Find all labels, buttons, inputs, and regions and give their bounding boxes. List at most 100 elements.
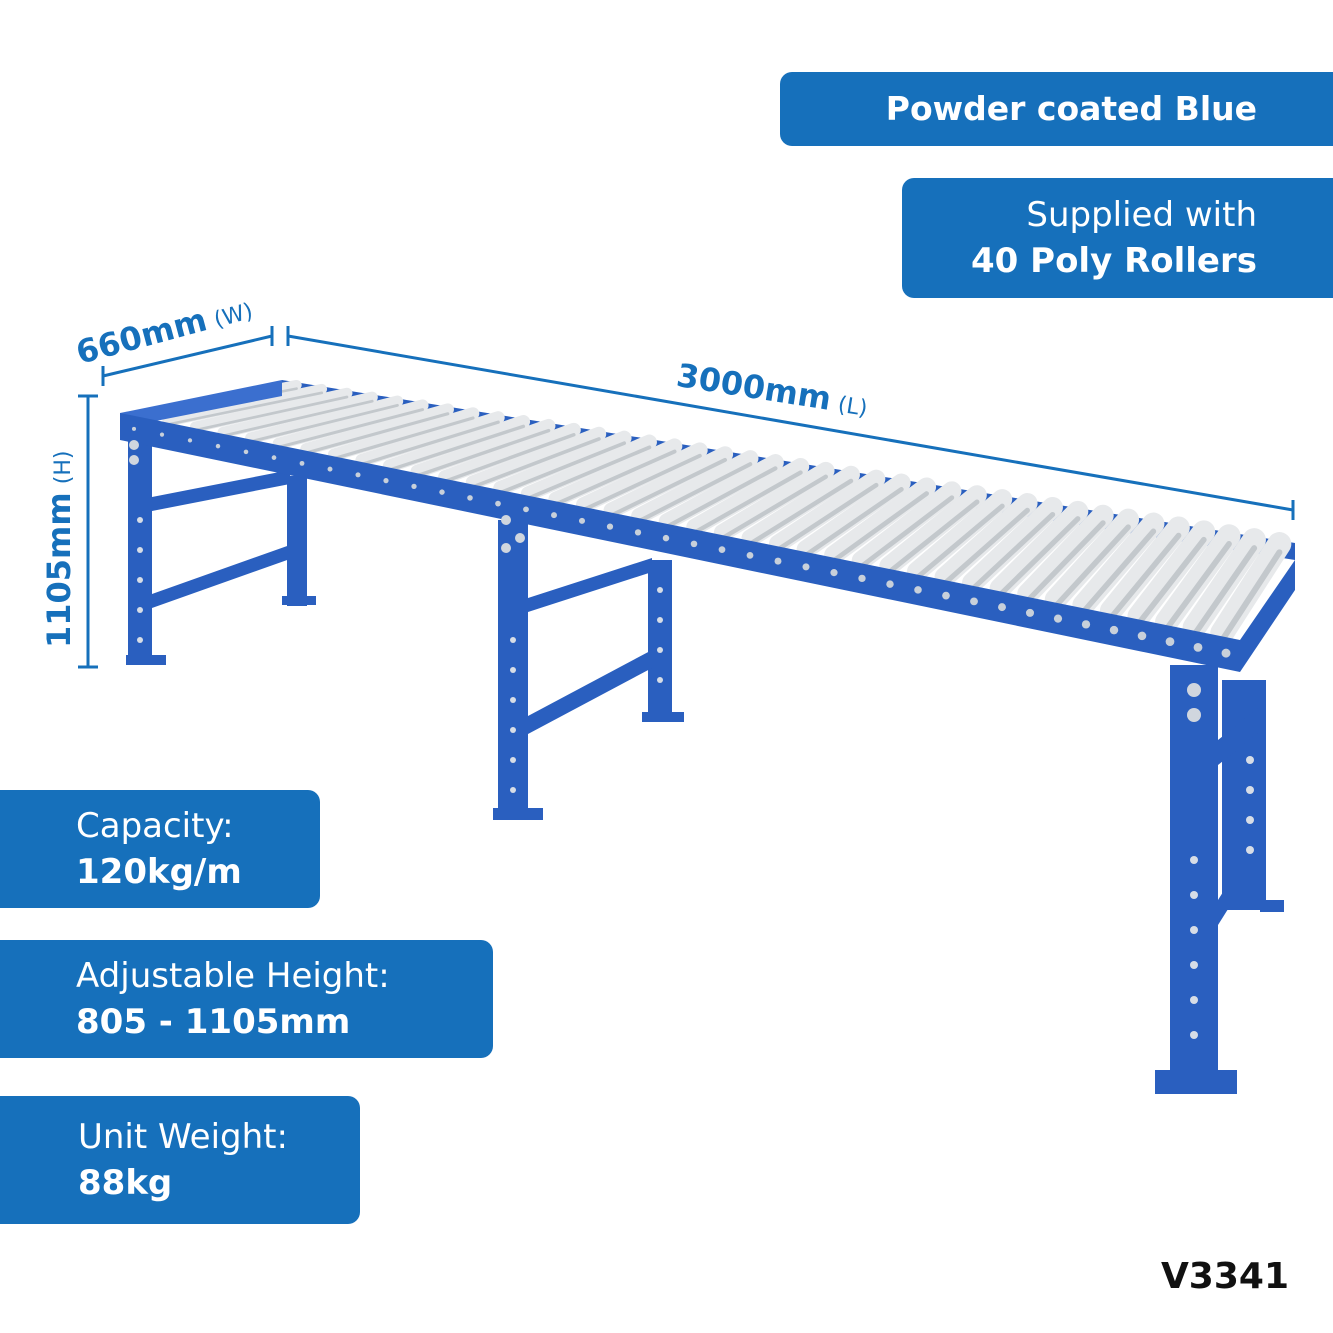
- roller: [851, 481, 962, 571]
- height-dim-unit: (H): [51, 450, 76, 485]
- roller-shadow: [526, 445, 652, 501]
- roller: [382, 415, 531, 473]
- roller: [355, 411, 505, 467]
- height-label: Adjustable Height:: [76, 956, 390, 996]
- rail-bolt: [662, 534, 670, 542]
- capacity-badge: Capacity: 120kg/m: [0, 790, 320, 908]
- roller: [300, 403, 454, 456]
- rail-bolt: [1081, 620, 1091, 629]
- rail-bolt: [914, 586, 922, 594]
- roller-shadow: [1219, 549, 1283, 644]
- rail-bolt: [439, 489, 445, 495]
- rail-bolt: [746, 551, 754, 559]
- roller-shadow: [1163, 541, 1232, 632]
- roller-shadow: [637, 462, 753, 524]
- roller: [769, 469, 886, 554]
- rail-bolt: [187, 438, 193, 443]
- roller: [493, 430, 632, 496]
- roller: [1017, 504, 1114, 605]
- rail-bolt: [886, 580, 894, 588]
- roller-shadow: [831, 491, 929, 564]
- rail-bolt: [131, 426, 137, 431]
- roller-shadow: [803, 487, 904, 558]
- roller: [1155, 524, 1241, 634]
- left-leg-frame: [126, 432, 316, 665]
- roller-shadow: [1080, 528, 1157, 615]
- rail-bolt: [551, 512, 557, 519]
- product-code: V3341: [1160, 1256, 1289, 1297]
- roller-shadow: [720, 474, 828, 541]
- height-value: 805 - 1105mm: [76, 1002, 351, 1042]
- roller-shadow: [1052, 524, 1131, 609]
- roller: [1044, 508, 1140, 611]
- roller-shadow: [360, 420, 500, 466]
- finish-text: Powder coated Blue: [885, 89, 1257, 128]
- rail-bolt: [383, 478, 389, 484]
- roller: [245, 395, 404, 444]
- roller: [327, 407, 480, 462]
- roller-shadow: [166, 391, 324, 426]
- roller: [217, 391, 378, 439]
- rail-bolt: [1137, 631, 1147, 641]
- rail-bolt: [634, 529, 642, 536]
- roller-shadow: [554, 449, 677, 506]
- weight-badge: Unit Weight: 88kg: [0, 1096, 360, 1224]
- rail-bolt: [327, 466, 333, 472]
- finish-badge: Powder coated Blue: [780, 72, 1333, 146]
- rail-bolt: [243, 449, 249, 455]
- roller-shadow: [581, 453, 702, 512]
- weight-value: 88kg: [78, 1163, 173, 1203]
- rail-bolt: [1053, 614, 1063, 623]
- leg-bolts: [129, 440, 1201, 722]
- roller-shadow: [249, 403, 399, 443]
- roller: [631, 450, 759, 525]
- roller: [934, 493, 1038, 588]
- rail-bolt: [271, 455, 277, 460]
- roller: [962, 496, 1063, 594]
- roller: [162, 383, 328, 427]
- roller-shadow: [194, 395, 349, 432]
- roller: [1127, 520, 1216, 628]
- roller: [438, 422, 581, 485]
- leg-holes: [137, 517, 1254, 1039]
- roller-shadow: [1191, 545, 1258, 638]
- rail-bolt: [690, 540, 698, 548]
- roller-shadow: [1136, 536, 1207, 626]
- rail-bolt: [858, 574, 866, 583]
- rail-bolt: [1165, 637, 1175, 646]
- height-dimension-label: 1105mm (H): [40, 451, 78, 648]
- rollers: [134, 379, 1292, 645]
- middle-leg-frame: [493, 520, 684, 820]
- roller-shadow: [415, 428, 551, 478]
- roller-shadow: [277, 408, 425, 449]
- rail-bolt: [159, 432, 165, 437]
- height-dim-value: 1105mm: [40, 492, 78, 648]
- roller: [189, 387, 353, 433]
- roller-shadow: [443, 433, 576, 484]
- roller: [989, 500, 1089, 599]
- capacity-value: 120kg/m: [76, 852, 242, 892]
- roller-shadow: [748, 478, 854, 546]
- roller-shadow: [387, 424, 526, 472]
- roller-shadow: [914, 503, 1005, 581]
- roller-shadow: [304, 412, 450, 455]
- roller-shadow: [1025, 520, 1106, 604]
- rail-bolt: [1193, 642, 1203, 652]
- roller: [548, 438, 683, 508]
- roller-shadow: [997, 516, 1081, 598]
- roller-shadow: [221, 399, 374, 438]
- roller: [824, 477, 937, 565]
- roller-shadow: [692, 470, 803, 535]
- roller: [272, 399, 429, 450]
- roller: [686, 457, 810, 536]
- roller: [741, 465, 860, 548]
- roller-shadow: [942, 507, 1030, 586]
- rail-bolt: [942, 591, 950, 600]
- rail-bolt: [578, 517, 586, 524]
- right-leg-frame: [1155, 665, 1284, 1094]
- dimension-lines: [78, 326, 1295, 669]
- roller: [603, 446, 734, 519]
- roller: [713, 461, 835, 542]
- roller: [658, 454, 784, 531]
